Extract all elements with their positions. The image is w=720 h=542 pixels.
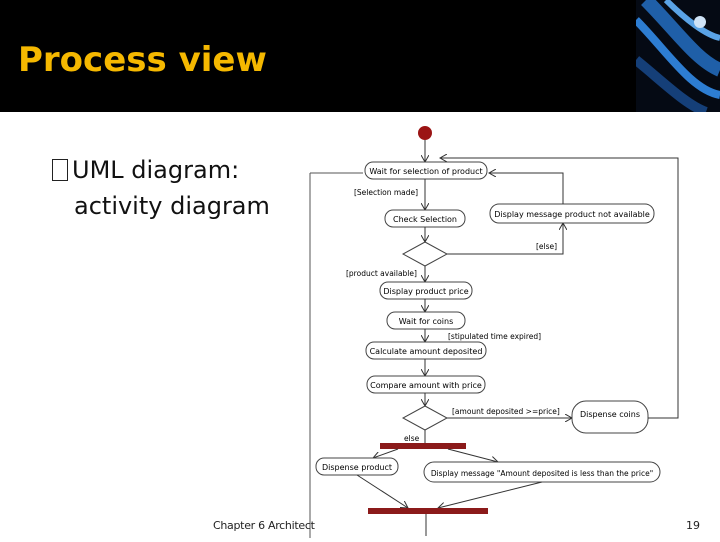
decorative-swirl-image — [636, 0, 720, 112]
guard-label: [Selection made] — [354, 188, 418, 197]
action-label: Dispense product — [322, 463, 392, 472]
bullet-item: UML diagram: activity diagram — [52, 152, 270, 224]
action-label: Display product price — [383, 287, 468, 296]
edge — [438, 481, 543, 508]
action-label: Display message product not available — [494, 210, 650, 219]
guard-label: [stipulated time expired] — [448, 332, 541, 341]
page-number: 19 — [686, 519, 700, 532]
bullet-line-2: activity diagram — [74, 192, 270, 220]
action-display-not-available — [489, 203, 655, 224]
decision-node — [401, 405, 449, 431]
activity-diagram-svg: Wait for selection of product [Selection… — [309, 126, 679, 538]
guard-label: else — [404, 434, 420, 443]
action-label: Compare amount with price — [370, 381, 482, 390]
action-label: Dispense coins — [580, 410, 640, 419]
activity-diagram: Wait for selection of product [Selection… — [308, 118, 700, 538]
action-compare — [366, 375, 486, 394]
fork-bar — [380, 443, 466, 449]
guard-label: [product available] — [346, 269, 417, 278]
guard-label: [amount deposited >=price] — [452, 407, 560, 416]
bullet-line-1: UML diagram: — [72, 156, 240, 184]
slide-title: Process view — [18, 40, 267, 80]
initial-node — [418, 126, 432, 140]
edge — [447, 448, 498, 462]
action-wait-coins — [386, 311, 466, 330]
action-calculate — [365, 341, 487, 360]
action-label: Wait for selection of product — [369, 167, 482, 176]
edge — [373, 448, 399, 458]
action-label: Wait for coins — [399, 317, 454, 326]
bullet-box-icon — [52, 159, 68, 181]
slide-header: Process view — [0, 0, 720, 112]
edge — [489, 173, 564, 204]
decision-node — [401, 241, 449, 267]
edge — [440, 158, 679, 419]
guard-label: [else] — [536, 242, 557, 251]
join-bar — [368, 508, 488, 514]
action-label: Check Selection — [393, 215, 457, 224]
edge — [447, 223, 563, 255]
action-label: Calculate amount deposited — [370, 347, 483, 356]
action-wait-selection — [364, 161, 488, 180]
edge — [356, 474, 408, 508]
action-label: Display message "Amount deposited is les… — [431, 469, 653, 478]
slide-footer: Chapter 6 Architect — [213, 519, 315, 532]
action-dispense-coins — [571, 400, 649, 434]
action-display-price — [379, 281, 473, 300]
